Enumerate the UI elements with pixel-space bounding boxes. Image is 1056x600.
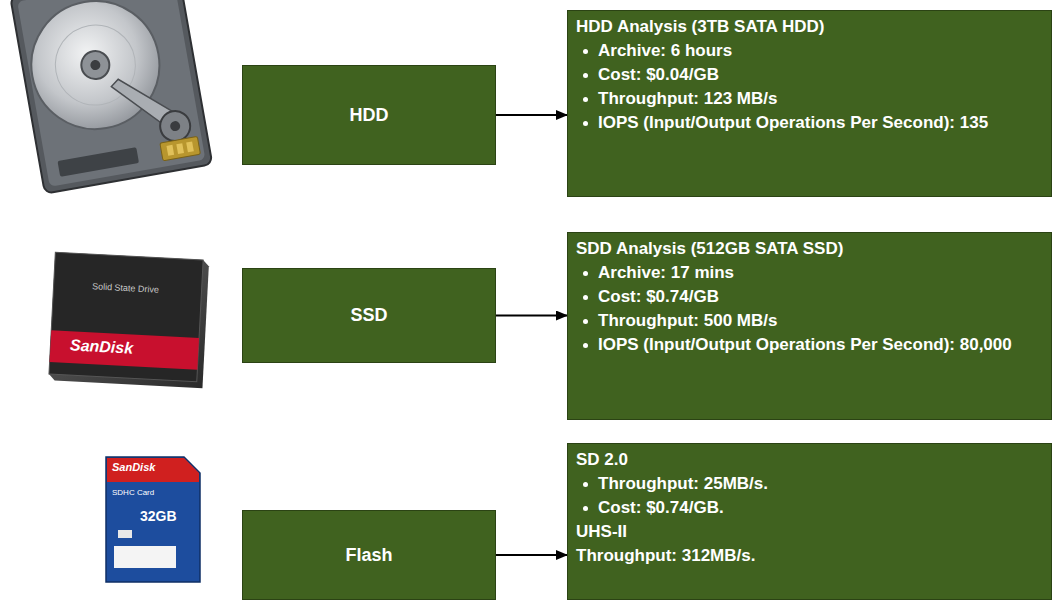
bullet-dot: [583, 343, 588, 348]
brand-logo-text: SanDisk: [112, 461, 155, 473]
arrow-connector: [496, 315, 567, 317]
capacity-text: 32GB: [140, 508, 177, 524]
list-item: Throughput: 123 MB/s: [598, 87, 1041, 111]
bullet-dot: [583, 319, 588, 324]
box-label: Flash: [345, 545, 392, 566]
bullet-dot: [583, 295, 588, 300]
list-item: Archive: 17 mins: [598, 261, 1041, 285]
sd-card-picture: [106, 457, 200, 582]
list-row: Throughput: 312MB/s.: [576, 544, 1041, 568]
list-item: Cost: $0.74/GB: [598, 285, 1041, 309]
list-row: Cost: $0.74/GB.: [576, 496, 1041, 520]
list-row: Throughput: 25MB/s.: [576, 472, 1041, 496]
list-item: IOPS (Input/Output Operations Per Second…: [598, 111, 1041, 135]
product-text: Solid State Drive: [92, 281, 159, 294]
bullet-dot: [583, 49, 588, 54]
analysis-box: SD 2.0Throughput: 25MB/s.Cost: $0.74/GB.…: [567, 443, 1052, 600]
box-content: HDD: [350, 105, 389, 126]
box-label: SSD: [350, 305, 387, 326]
box-content: Flash: [345, 545, 392, 566]
arrow-connector: [496, 554, 567, 556]
hdd-picture: [10, 0, 212, 194]
box-label: HDD: [350, 105, 389, 126]
analysis-box: HDD Analysis (3TB SATA HDD)Archive: 6 ho…: [567, 10, 1052, 197]
list-item: Throughput: 500 MB/s: [598, 309, 1041, 333]
card-type-text: SDHC Card: [112, 488, 154, 497]
bullet-dot: [583, 506, 588, 511]
list-item: Archive: 6 hours: [598, 39, 1041, 63]
bullet-dot: [583, 271, 588, 276]
bullet-dot: [583, 97, 588, 102]
box-content: SD 2.0Throughput: 25MB/s.Cost: $0.74/GB.…: [576, 448, 1041, 568]
box-heading: UHS-II: [576, 520, 1041, 544]
box-content: HDD Analysis (3TB SATA HDD)Archive: 6 ho…: [576, 15, 1041, 135]
bullet-dot: [583, 121, 588, 126]
list-row: Archive: 17 mins: [576, 261, 1041, 285]
storage-type-box: HDD: [242, 65, 496, 165]
arrow-connector: [496, 114, 567, 116]
list-item: Throughput: 312MB/s.: [576, 544, 1041, 568]
storage-type-box: SSD: [242, 268, 496, 363]
list-item: Throughput: 25MB/s.: [598, 472, 1041, 496]
list-row: IOPS (Input/Output Operations Per Second…: [576, 111, 1041, 135]
box-heading: SD 2.0: [576, 448, 1041, 472]
heading-row: HDD Analysis (3TB SATA HDD): [576, 15, 1041, 39]
storage-type-box: Flash: [242, 510, 496, 600]
list-row: IOPS (Input/Output Operations Per Second…: [576, 333, 1041, 357]
list-item: Cost: $0.04/GB: [598, 63, 1041, 87]
ssd-picture: [49, 252, 209, 388]
list-row: Cost: $0.04/GB: [576, 63, 1041, 87]
bullet-dot: [583, 73, 588, 78]
box-content: SDD Analysis (512GB SATA SSD)Archive: 17…: [576, 237, 1041, 357]
box-heading: HDD Analysis (3TB SATA HDD): [576, 15, 1041, 39]
heading-row: SDD Analysis (512GB SATA SSD): [576, 237, 1041, 261]
bullet-dot: [583, 482, 588, 487]
list-row: Cost: $0.74/GB: [576, 285, 1041, 309]
list-row: Throughput: 123 MB/s: [576, 87, 1041, 111]
box-heading: SDD Analysis (512GB SATA SSD): [576, 237, 1041, 261]
list-row: Archive: 6 hours: [576, 39, 1041, 63]
heading-row: UHS-II: [576, 520, 1041, 544]
heading-row: SD 2.0: [576, 448, 1041, 472]
list-item: IOPS (Input/Output Operations Per Second…: [598, 333, 1041, 357]
box-content: SSD: [350, 305, 387, 326]
list-item: Cost: $0.74/GB.: [598, 496, 1041, 520]
analysis-box: SDD Analysis (512GB SATA SSD)Archive: 17…: [567, 232, 1052, 420]
list-row: Throughput: 500 MB/s: [576, 309, 1041, 333]
brand-logo-text: SanDisk: [70, 336, 134, 357]
